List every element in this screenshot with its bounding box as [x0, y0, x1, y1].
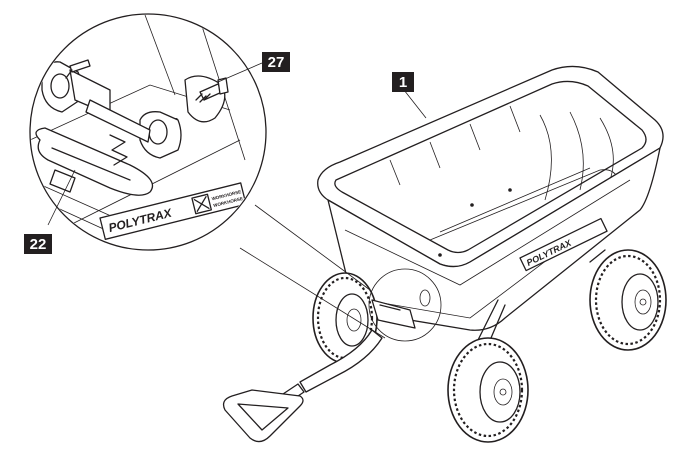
wheel-rear-right	[589, 249, 667, 351]
wheel-front-left	[312, 272, 378, 364]
callout-1-label: 1	[399, 74, 407, 91]
leader-line-upper	[254, 204, 371, 291]
wheel-front-right	[447, 337, 529, 443]
bolt-part	[195, 77, 229, 103]
hitch-bracket	[371, 289, 431, 329]
callout-1: 1	[392, 72, 414, 92]
callout-27: 27	[262, 52, 290, 72]
pull-handle	[222, 329, 383, 443]
cart-tub: POLYTRAX	[317, 65, 664, 331]
callout-22-label: 22	[30, 236, 47, 253]
callout-22: 22	[24, 234, 52, 254]
detail-location-circle	[368, 268, 442, 342]
magnified-detail: POLYTRAX WORKHORSE WORKHORSE	[29, 13, 267, 251]
leader-line-lower	[239, 247, 386, 339]
callout-27-label: 27	[268, 54, 285, 71]
leader-1	[403, 89, 427, 119]
